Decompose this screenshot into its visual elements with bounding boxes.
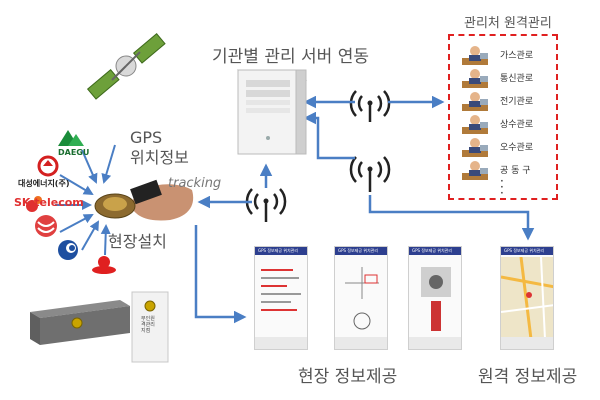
energy-logo-text: 대성에너지(주) xyxy=(18,179,70,188)
office-worker-icon xyxy=(462,138,488,157)
remote-info-label: 원격 정보제공 xyxy=(478,367,578,387)
phone-screen-2: GPS 정보제공 위치관리 xyxy=(334,246,388,350)
phone-header: GPS 정보제공 위치관리 xyxy=(255,247,307,255)
kt-logo xyxy=(35,215,57,237)
energy-logo xyxy=(37,155,59,177)
pipe-photo-icon xyxy=(421,267,451,331)
manager-label: 상수관로 xyxy=(500,120,534,130)
antenna-icon-right xyxy=(349,156,391,192)
phone-screen-map: GPS 정보제공 위치관리 xyxy=(500,246,554,350)
marker-bollard-icon xyxy=(30,300,130,345)
gps-label: GPS 위치정보 xyxy=(130,128,189,168)
antenna-icon-left xyxy=(245,188,287,222)
manager-row: 가스관로 xyxy=(460,44,550,66)
server-tower-icon xyxy=(236,69,308,155)
field-info-label: 현장 정보제공 xyxy=(298,367,398,387)
tracking-label: tracking xyxy=(168,176,222,191)
daegu-logo xyxy=(58,130,84,146)
manager-row: 공 동 구 xyxy=(460,159,550,181)
office-worker-icon xyxy=(462,69,488,88)
manager-row: 통신관로 xyxy=(460,67,550,89)
onsite-install-label: 현장설치 xyxy=(108,232,167,251)
marker-post-text: 무인원격관리지점 xyxy=(141,316,155,334)
manager-row: 상수관로 xyxy=(460,113,550,135)
fire-logo xyxy=(92,256,116,274)
manager-row: 오수관로 xyxy=(460,136,550,158)
gps-device-icon xyxy=(94,179,194,221)
office-worker-icon xyxy=(462,92,488,111)
office-worker-icon xyxy=(462,46,488,65)
pipe-diagram-icon xyxy=(345,267,379,330)
phone-screen-1: GPS 정보제공 위치관리 xyxy=(254,246,308,350)
phone-header: GPS 정보제공 위치관리 xyxy=(501,247,553,255)
manager-row: 전기관로 xyxy=(460,90,550,112)
map-icon xyxy=(501,257,553,339)
manager-label: 통신관로 xyxy=(500,74,534,84)
more-dots: ··· xyxy=(500,174,504,200)
sk-logo-text: SK telecom xyxy=(14,196,84,209)
sk-logo xyxy=(26,196,42,212)
satellite-icon xyxy=(86,33,166,100)
gps-arrows xyxy=(55,144,116,256)
phone-screen-3: GPS 정보제공 위치관리 xyxy=(408,246,462,350)
phone-header: GPS 정보제공 위치관리 xyxy=(335,247,387,255)
office-worker-icon xyxy=(462,161,488,180)
daegu-logo-text: DAEGU xyxy=(58,148,90,157)
gps-label-line2: 위치정보 xyxy=(130,148,189,167)
manager-label: 공 동 구 xyxy=(500,166,531,176)
managers-title: 관리처 원격관리 xyxy=(464,16,552,31)
manager-label: 오수관로 xyxy=(500,143,534,153)
antenna-icon-top xyxy=(349,90,391,122)
office-worker-icon xyxy=(462,115,488,134)
water-logo xyxy=(58,240,78,260)
marker-post-icon xyxy=(131,291,169,363)
gps-label-line1: GPS xyxy=(130,128,163,147)
server-title: 기관별 관리 서버 연동 xyxy=(212,47,369,67)
phone-header: GPS 정보제공 위치관리 xyxy=(409,247,461,255)
manager-label: 가스관로 xyxy=(500,51,534,61)
manager-label: 전기관로 xyxy=(500,97,534,107)
